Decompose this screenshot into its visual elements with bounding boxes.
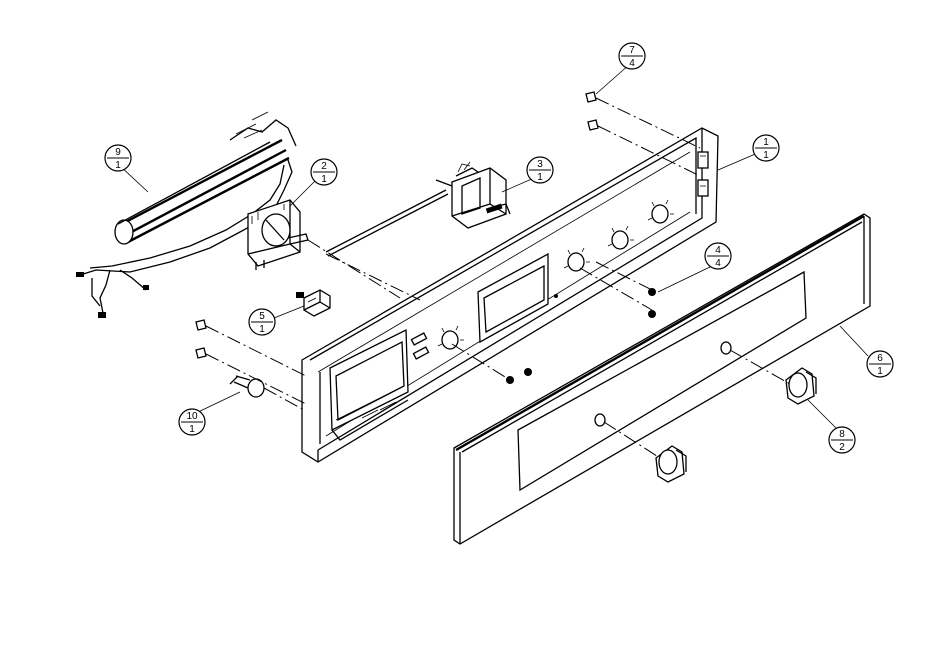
callout-quantity: 4 bbox=[629, 58, 635, 69]
callout-quantity: 2 bbox=[839, 442, 845, 453]
wiring-harness bbox=[76, 111, 297, 319]
callout-part-number: 9 bbox=[115, 147, 121, 158]
callout-nut: 44 bbox=[704, 242, 732, 270]
callout-quantity: 1 bbox=[321, 174, 327, 185]
callout-quantity: 1 bbox=[259, 324, 265, 335]
callout-quantity: 1 bbox=[537, 172, 543, 183]
callout-part-number: 2 bbox=[321, 161, 327, 172]
callout-panel: 11 bbox=[752, 134, 780, 162]
assembly-lines bbox=[205, 97, 791, 459]
callout-part-number: 10 bbox=[186, 411, 198, 422]
control-panel bbox=[301, 127, 719, 463]
callout-quantity: 1 bbox=[189, 424, 195, 435]
callout-front-glass: 61 bbox=[866, 350, 894, 378]
callout-quantity: 1 bbox=[115, 160, 121, 171]
callout-quantity: 4 bbox=[715, 258, 721, 269]
callout-wiring-harness: 91 bbox=[104, 144, 132, 172]
callout-part-number: 4 bbox=[715, 245, 721, 256]
thermostat bbox=[247, 199, 309, 270]
callout-part-number: 7 bbox=[629, 45, 635, 56]
callout-thermostat: 21 bbox=[310, 158, 338, 186]
connector bbox=[296, 289, 331, 317]
callout-part-number: 8 bbox=[839, 429, 845, 440]
callout-screw: 74 bbox=[618, 42, 646, 70]
callout-quantity: 1 bbox=[763, 150, 769, 161]
screws-left bbox=[195, 319, 207, 359]
callout-lamp: 101 bbox=[178, 408, 206, 436]
callout-part-number: 3 bbox=[537, 159, 543, 170]
callout-part-number: 6 bbox=[877, 353, 883, 364]
knobs bbox=[655, 367, 817, 483]
nuts bbox=[506, 288, 656, 384]
callout-knob: 82 bbox=[828, 426, 856, 454]
lamp bbox=[229, 375, 265, 398]
callout-selector-switch: 31 bbox=[526, 156, 554, 184]
callout-quantity: 1 bbox=[877, 366, 883, 377]
callout-part-number: 1 bbox=[763, 137, 769, 148]
callout-connector: 51 bbox=[248, 308, 276, 336]
screws-right bbox=[585, 91, 599, 131]
callout-part-number: 5 bbox=[259, 311, 265, 322]
front-glass bbox=[453, 213, 871, 545]
selector-switch bbox=[325, 161, 511, 257]
leader-lines bbox=[117, 63, 869, 433]
